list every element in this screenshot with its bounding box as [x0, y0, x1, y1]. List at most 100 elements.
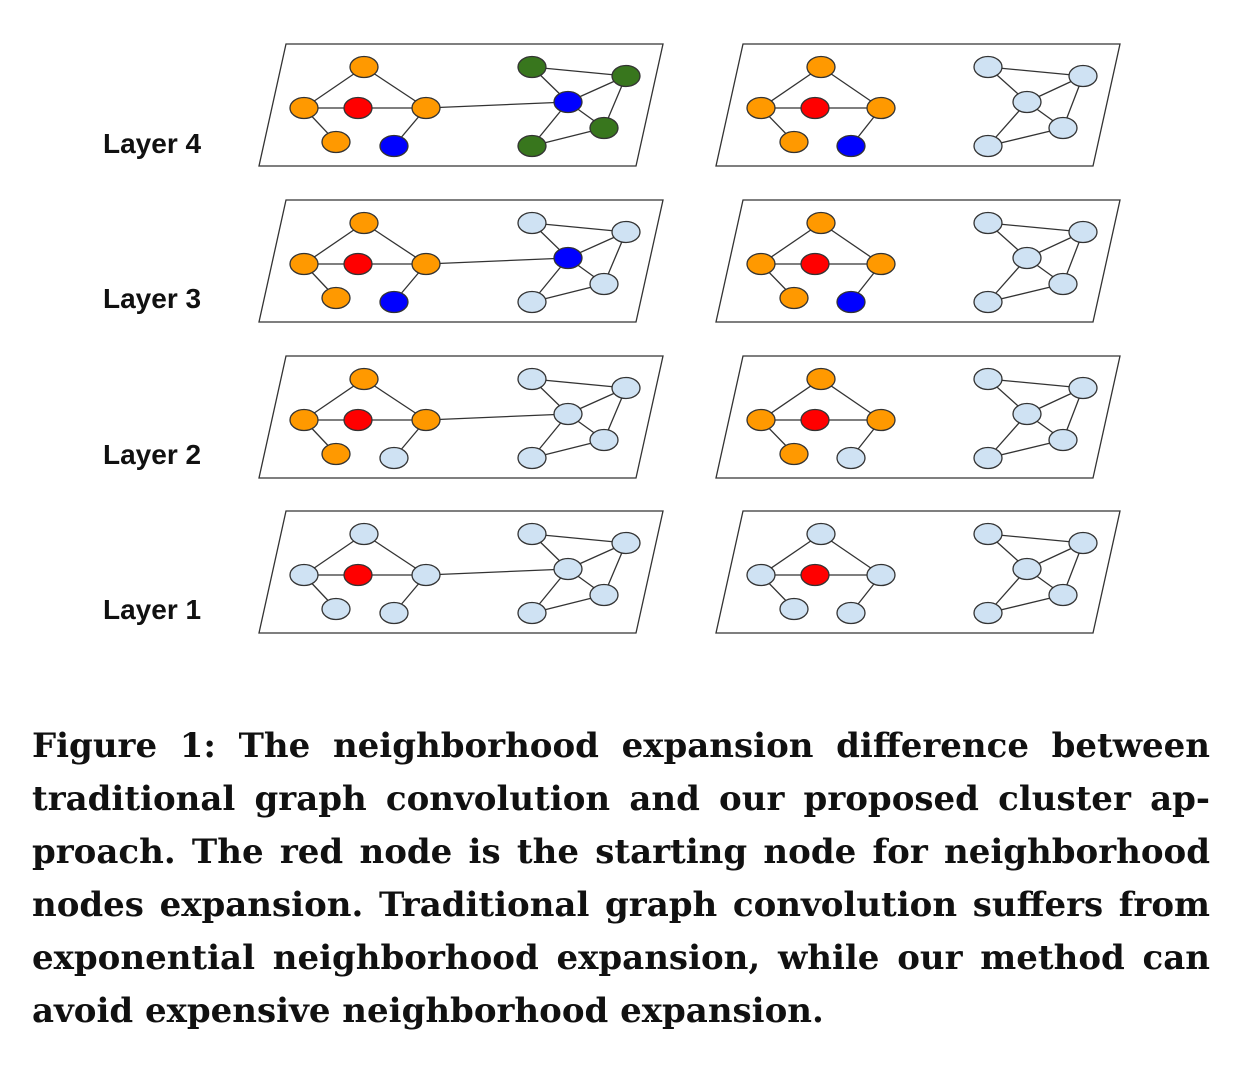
graph-node [321, 442, 351, 466]
graph-node [973, 367, 1003, 391]
graph-node [411, 252, 441, 276]
graph-node [1048, 272, 1078, 296]
graph-node [779, 442, 809, 466]
graph-node [866, 408, 896, 432]
graph-node [1012, 246, 1042, 270]
graph-node [611, 531, 641, 555]
graph-node [973, 55, 1003, 79]
layer-plane [715, 199, 1121, 323]
graph-node [611, 220, 641, 244]
graph-node [411, 96, 441, 120]
start-node [800, 252, 830, 276]
start-node [800, 563, 830, 587]
graph-node [517, 134, 547, 158]
graph-node [379, 134, 409, 158]
layer-plane [715, 43, 1121, 167]
graph-node [349, 55, 379, 79]
graph-node [553, 557, 583, 581]
graph-edge [987, 533, 1084, 544]
graph-node [1068, 220, 1098, 244]
graph-edge [425, 101, 569, 109]
graph-node [1012, 557, 1042, 581]
graph-node [746, 96, 776, 120]
graph-node [1012, 90, 1042, 114]
layer-plane [258, 355, 664, 479]
graph-node [973, 601, 1003, 625]
graph-node [866, 252, 896, 276]
layer-2-traditional-panel [258, 355, 664, 479]
graph-node [379, 601, 409, 625]
graph-node [806, 211, 836, 235]
graph-node [379, 290, 409, 314]
graph-edge [425, 413, 569, 421]
graph-edge [987, 66, 1084, 77]
graph-node [321, 597, 351, 621]
graph-node [1068, 64, 1098, 88]
graph-node [517, 601, 547, 625]
graph-node [553, 246, 583, 270]
layer-plane [715, 355, 1121, 479]
graph-node [517, 290, 547, 314]
neighborhood-expansion-diagram [258, 43, 1121, 634]
graph-node [321, 130, 351, 154]
graph-node [589, 272, 619, 296]
graph-node [517, 522, 547, 546]
graph-node [553, 90, 583, 114]
layer-4-label: Layer 4 [103, 128, 202, 159]
graph-node [779, 286, 809, 310]
graph-node [589, 116, 619, 140]
layer-3-cluster-panel [715, 199, 1121, 323]
graph-node [611, 64, 641, 88]
layer-3-traditional-panel [258, 199, 664, 323]
graph-node [379, 446, 409, 470]
graph-node [806, 55, 836, 79]
start-node [343, 252, 373, 276]
graph-node [321, 286, 351, 310]
graph-node [973, 211, 1003, 235]
figure-caption: Figure 1: The neighborhood expansion dif… [32, 726, 1210, 1031]
graph-edge [425, 257, 569, 265]
graph-edge [987, 222, 1084, 233]
graph-edge [531, 533, 627, 544]
graph-node [746, 252, 776, 276]
graph-edge [531, 66, 627, 77]
graph-node [1012, 402, 1042, 426]
layer-plane [258, 43, 664, 167]
graph-node [411, 408, 441, 432]
layer-1-label: Layer 1 [103, 594, 202, 625]
graph-node [517, 55, 547, 79]
start-node [800, 96, 830, 120]
graph-node [517, 446, 547, 470]
layer-plane [258, 199, 664, 323]
figure-diagram: Layer 4 Layer 3 Layer 2 Layer 1 [103, 43, 1121, 634]
graph-node [806, 367, 836, 391]
graph-node [589, 583, 619, 607]
graph-node [806, 522, 836, 546]
graph-node [289, 408, 319, 432]
graph-node [973, 134, 1003, 158]
start-node [343, 96, 373, 120]
graph-node [553, 402, 583, 426]
graph-node [349, 367, 379, 391]
graph-node [611, 376, 641, 400]
graph-node [746, 408, 776, 432]
graph-node [779, 130, 809, 154]
graph-node [973, 290, 1003, 314]
graph-node [779, 597, 809, 621]
layer-1-cluster-panel [715, 510, 1121, 634]
graph-node [1048, 428, 1078, 452]
layer-2-label: Layer 2 [103, 439, 202, 470]
graph-node [1048, 583, 1078, 607]
graph-node [517, 211, 547, 235]
graph-edge [531, 222, 627, 233]
layer-plane [715, 510, 1121, 634]
graph-node [589, 428, 619, 452]
graph-node [289, 252, 319, 276]
layer-4-traditional-panel [258, 43, 664, 167]
graph-node [836, 134, 866, 158]
graph-node [1068, 376, 1098, 400]
graph-node [836, 290, 866, 314]
graph-node [1068, 531, 1098, 555]
graph-node [866, 96, 896, 120]
graph-node [973, 522, 1003, 546]
